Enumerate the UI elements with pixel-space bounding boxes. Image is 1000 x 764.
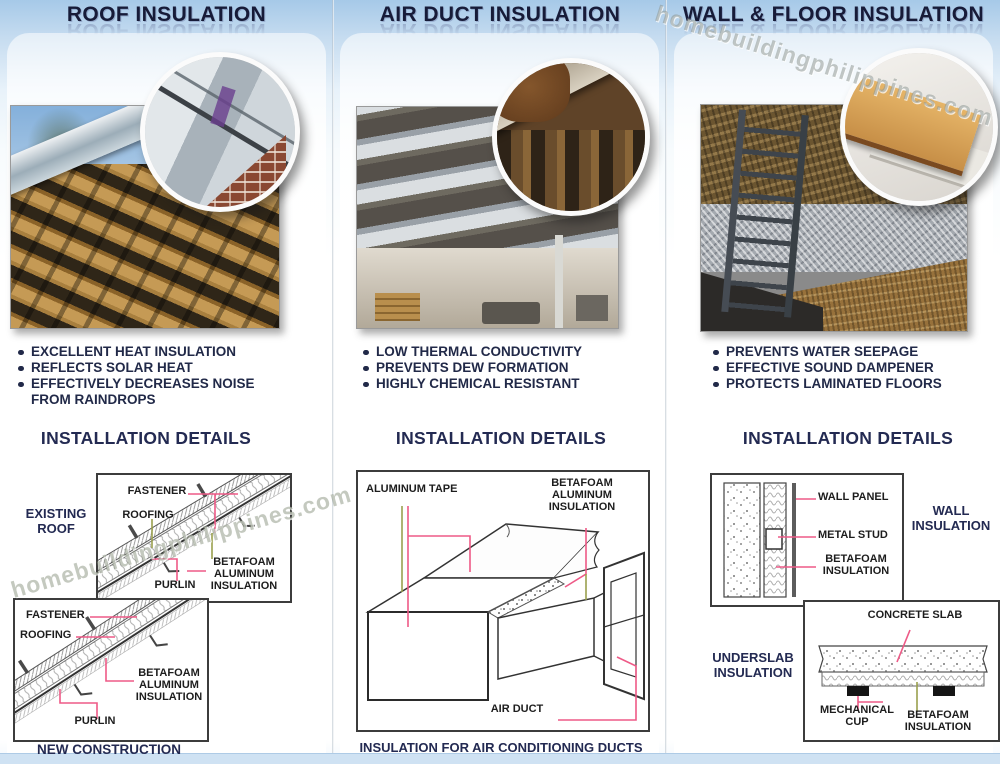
benefits-list-roof: EXCELLENT HEAT INSULATION REFLECTS SOLAR… <box>18 344 258 408</box>
benefit-item: HIGHLY CHEMICAL RESISTANT <box>363 376 613 392</box>
column <box>555 235 564 328</box>
diagram-roof-new <box>13 598 209 742</box>
purlin-label: PURLIN <box>74 715 116 727</box>
new-construction-caption: NEW CONSTRUCTION <box>37 742 181 757</box>
pallet <box>375 292 420 322</box>
equipment <box>576 294 608 322</box>
roof-new-diagram-art <box>15 600 207 740</box>
wall-diagram-art <box>723 482 816 598</box>
underslab-insulation-label: UNDERSLAB INSULATION <box>712 650 794 680</box>
installation-details-heading-wall: INSTALLATION DETAILS <box>742 428 954 448</box>
fold-line-right <box>665 0 667 764</box>
betafoam-insulation-label: BETAFOAM ALUMINUM INSULATION <box>548 477 616 513</box>
title-text: ROOF INSULATION <box>66 3 267 26</box>
wall-panel-label: WALL PANEL <box>818 491 889 503</box>
title-wall-floor-insulation: WALL & FLOOR INSULATION WALL & FLOOR INS… <box>667 3 1000 43</box>
wall-insulation-label: WALL INSULATION <box>911 503 991 533</box>
aluminum-tape-label: ALUMINUM TAPE <box>366 483 458 495</box>
wood-beams <box>497 129 645 211</box>
air-duct-caption: INSULATION FOR AIR CONDITIONING DUCTS <box>359 740 643 755</box>
fiberglass-wrap <box>497 63 570 123</box>
title-air-duct-insulation: AIR DUCT INSULATION AIR DUCT INSULATION <box>333 3 667 43</box>
equipment <box>482 301 540 324</box>
benefit-item: EFFECTIVE SOUND DAMPENER <box>713 360 963 376</box>
title-reflection: ROOF INSULATION <box>66 19 267 42</box>
diagram-roof-existing <box>96 473 292 603</box>
benefit-item: EXCELLENT HEAT INSULATION <box>18 344 258 360</box>
roof-existing-diagram-art <box>98 475 290 601</box>
title-reflection: WALL & FLOOR INSULATION <box>682 19 985 42</box>
purlin-label: PURLIN <box>154 579 196 591</box>
betafoam-insulation-label: BETAFOAM ALUMINUM INSULATION <box>135 667 203 703</box>
fastener-label: FASTENER <box>26 609 85 621</box>
existing-roof-label: EXISTING ROOF <box>25 506 87 536</box>
fastener-label: FASTENER <box>127 485 187 497</box>
title-reflection: AIR DUCT INSULATION <box>379 19 621 42</box>
mechanical-cup-label: MECHANICAL CUP <box>820 704 894 728</box>
benefit-item: EFFECTIVELY DECREASES NOISE FROM RAINDRO… <box>18 376 258 408</box>
title-text: AIR DUCT INSULATION <box>379 3 621 26</box>
installation-details-heading-roof: INSTALLATION DETAILS <box>40 428 252 448</box>
air-duct-label: AIR DUCT <box>490 703 544 715</box>
inset-roof-detail <box>140 52 300 212</box>
title-text: WALL & FLOOR INSULATION <box>682 3 985 26</box>
inset-duct-detail <box>492 58 650 216</box>
benefit-item: LOW THERMAL CONDUCTIVITY <box>363 344 613 360</box>
concrete-slab-label: CONCRETE SLAB <box>867 609 963 621</box>
roofing-label: ROOFING <box>122 509 174 521</box>
diagram-air-duct <box>356 470 650 732</box>
benefits-list-wall: PREVENTS WATER SEEPAGE EFFECTIVE SOUND D… <box>713 344 963 392</box>
benefit-item: PROTECTS LAMINATED FLOORS <box>713 376 963 392</box>
inset-floor-detail <box>840 48 998 206</box>
fold-line-left <box>332 0 334 764</box>
benefit-item: PREVENTS DEW FORMATION <box>363 360 613 376</box>
title-roof-insulation: ROOF INSULATION ROOF INSULATION <box>0 3 333 43</box>
benefits-list-duct: LOW THERMAL CONDUCTIVITY PREVENTS DEW FO… <box>363 344 613 392</box>
benefit-item: REFLECTS SOLAR HEAT <box>18 360 258 376</box>
roofing-label: ROOFING <box>20 629 72 641</box>
underslab-diagram-art <box>818 629 988 712</box>
metal-stud-label: METAL STUD <box>818 529 888 541</box>
betafoam-insulation-label: BETAFOAM ALUMINUM INSULATION <box>210 556 278 592</box>
diagram-wall-insulation <box>710 473 904 607</box>
betafoam-insulation-label: BETAFOAM INSULATION <box>904 709 972 733</box>
betafoam-insulation-label: BETAFOAM INSULATION <box>822 553 890 577</box>
diagram-underslab-insulation <box>803 600 1000 742</box>
air-duct-diagram-art <box>365 506 645 721</box>
bottom-strip <box>0 753 1000 764</box>
installation-details-heading-duct: INSTALLATION DETAILS <box>395 428 607 448</box>
benefit-item: PREVENTS WATER SEEPAGE <box>713 344 963 360</box>
